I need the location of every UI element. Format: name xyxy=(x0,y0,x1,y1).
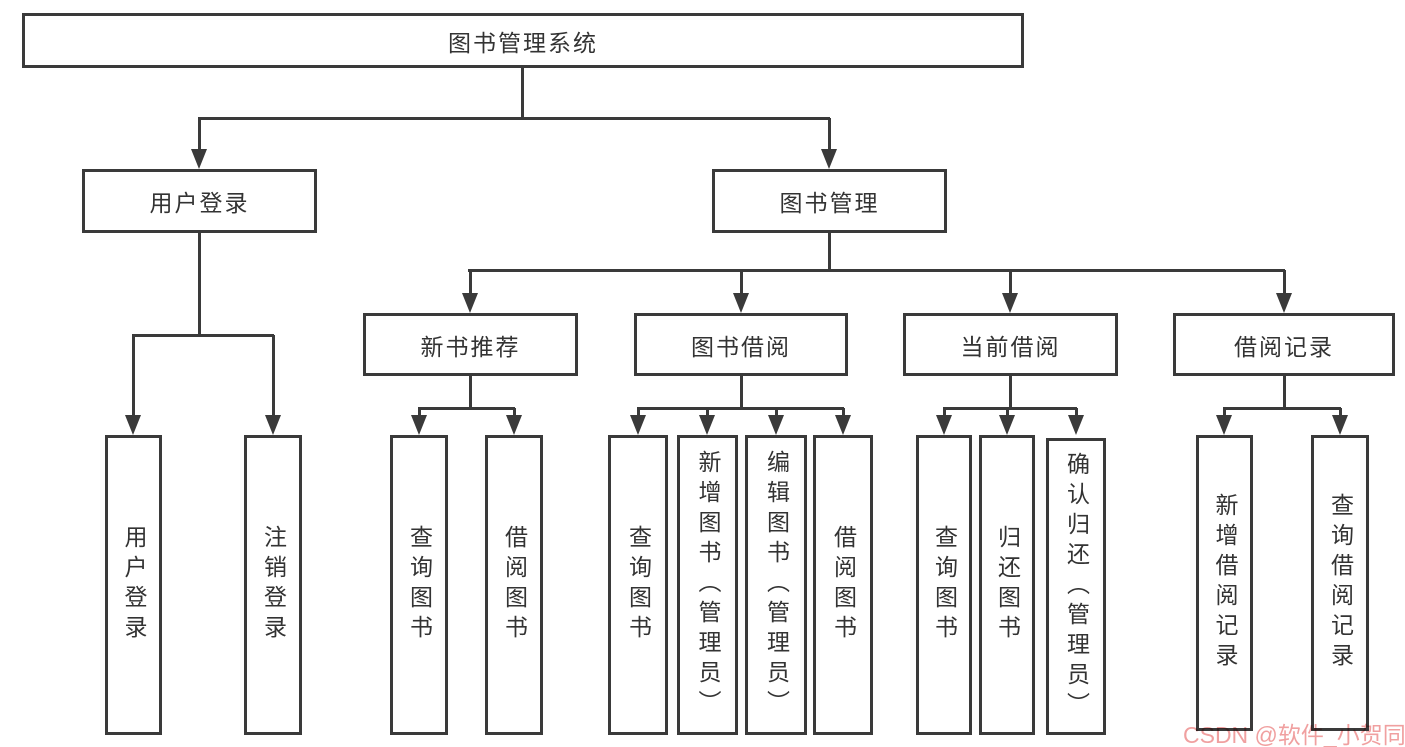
connector-book-borrow-stem xyxy=(740,376,743,408)
connector-user-login-rail xyxy=(132,334,274,337)
connector-current-borrow-stem xyxy=(1009,376,1012,408)
arrowhead xyxy=(999,415,1015,435)
leaf-query-books-current: 查询图书 xyxy=(916,435,972,735)
node-book-management: 图书管理 xyxy=(712,169,947,233)
leaf-logout: 注销登录 xyxy=(244,435,302,735)
csdn-watermark: CSDN @软件_小贺同学 xyxy=(1183,722,1405,747)
arrowhead-borrow-records xyxy=(1276,293,1292,313)
connector-drop xyxy=(706,408,709,417)
arrowhead-current-borrow xyxy=(1002,293,1018,313)
arrowhead-new-book-recommend xyxy=(462,293,478,313)
arrowhead xyxy=(699,415,715,435)
connector-drop xyxy=(775,408,778,417)
arrowhead-leaf-user-login xyxy=(125,415,141,435)
connector-current-borrow-rail xyxy=(943,407,1077,410)
connector-borrow-records-stem xyxy=(1283,376,1286,408)
arrowhead xyxy=(411,415,427,435)
arrowhead xyxy=(768,415,784,435)
connector-book-borrow-rail xyxy=(637,407,844,410)
connector-drop-leaf-logout xyxy=(272,335,275,417)
leaf-query-books-borrow: 查询图书 xyxy=(608,435,668,735)
connector-drop xyxy=(1339,408,1342,417)
leaf-borrow-books-recommend: 借阅图书 xyxy=(485,435,543,735)
leaf-user-login: 用户登录 xyxy=(105,435,162,735)
leaf-borrow-books-borrow: 借阅图书 xyxy=(813,435,873,735)
connector-user-login-stem xyxy=(198,233,201,335)
connector-drop xyxy=(418,408,421,417)
arrowhead-book-management xyxy=(821,149,837,169)
arrowhead-leaf-logout xyxy=(265,415,281,435)
arrowhead-book-borrow xyxy=(733,293,749,313)
arrowhead xyxy=(936,415,952,435)
connector-drop-leaf-user-login xyxy=(132,335,135,417)
node-root-book-management-system: 图书管理系统 xyxy=(22,13,1024,68)
leaf-return-books: 归还图书 xyxy=(979,435,1035,735)
node-new-book-recommend: 新书推荐 xyxy=(363,313,578,376)
node-borrow-records: 借阅记录 xyxy=(1173,313,1395,376)
arrowhead xyxy=(506,415,522,435)
arrowhead-user-login xyxy=(191,149,207,169)
arrowhead xyxy=(1068,415,1084,435)
leaf-add-books-admin: 新增图书（管理员） xyxy=(677,435,738,735)
node-current-borrow: 当前借阅 xyxy=(903,313,1118,376)
connector-new-book-rail xyxy=(418,407,515,410)
connector-drop-borrow-records xyxy=(1283,270,1286,296)
connector-borrow-records-rail xyxy=(1223,407,1341,410)
connector-drop-book-management xyxy=(828,118,831,152)
connector-drop xyxy=(513,408,516,417)
connector-drop-new-book-recommend xyxy=(469,270,472,296)
connector-drop xyxy=(1075,408,1078,417)
node-book-borrow: 图书借阅 xyxy=(634,313,848,376)
connector-drop-current-borrow xyxy=(1009,270,1012,296)
connector-new-book-stem xyxy=(469,376,472,408)
connector-book-management-stem xyxy=(828,233,831,270)
arrowhead xyxy=(1332,415,1348,435)
connector-drop xyxy=(842,408,845,417)
arrowhead xyxy=(1216,415,1232,435)
connector-drop-book-borrow xyxy=(740,270,743,296)
leaf-add-borrow-record: 新增借阅记录 xyxy=(1196,435,1253,731)
leaf-query-books-recommend: 查询图书 xyxy=(390,435,448,735)
arrowhead xyxy=(835,415,851,435)
node-user-login: 用户登录 xyxy=(82,169,317,233)
connector-drop xyxy=(637,408,640,417)
connector-drop xyxy=(1006,408,1009,417)
connector-level3-rail xyxy=(468,269,1285,272)
connector-drop xyxy=(943,408,946,417)
leaf-confirm-return-admin: 确认归还（管理员） xyxy=(1046,438,1106,735)
connector-level1-rail xyxy=(198,117,830,120)
leaf-edit-books-admin: 编辑图书（管理员） xyxy=(745,435,807,735)
arrowhead xyxy=(630,415,646,435)
leaf-query-borrow-record: 查询借阅记录 xyxy=(1311,435,1369,731)
connector-drop xyxy=(1223,408,1226,417)
connector-root-stem xyxy=(521,68,524,118)
connector-drop-user-login xyxy=(198,118,201,152)
